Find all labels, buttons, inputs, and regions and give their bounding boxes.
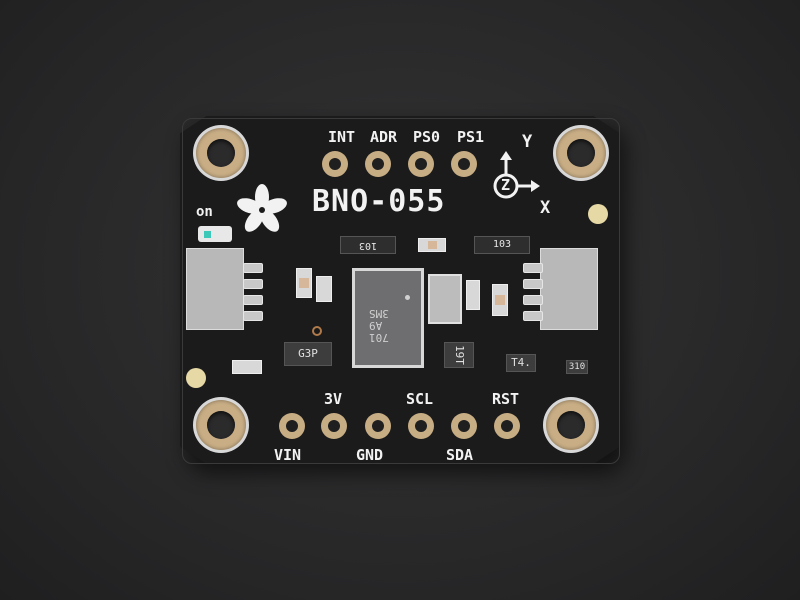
connector-pin bbox=[523, 263, 543, 273]
chip-marking-line: 701 bbox=[369, 331, 389, 344]
regulator-marking: G3P bbox=[298, 347, 318, 360]
board-title: BNO-055 bbox=[312, 184, 446, 219]
pin-label-vin: VIN bbox=[274, 446, 302, 464]
mounting-hole-bottom-left bbox=[196, 400, 246, 450]
chip-marking: 701 A9 3MS bbox=[369, 307, 411, 344]
pin-label-scl: SCL bbox=[406, 390, 434, 408]
pin-label-gnd: GND bbox=[356, 446, 384, 464]
pin-label-3v: 3V bbox=[324, 390, 343, 408]
capacitor-top-center bbox=[418, 238, 446, 252]
resistor-network-right: 103 bbox=[474, 236, 530, 254]
resistor-right bbox=[492, 284, 508, 316]
pin-adr bbox=[365, 151, 391, 177]
bno055-chip: 701 A9 3MS bbox=[352, 268, 424, 368]
stemma-qt-connector-right bbox=[523, 248, 598, 330]
resistor-right-2 bbox=[466, 280, 480, 310]
standoff-left bbox=[186, 368, 206, 388]
diode-marking: T4. bbox=[511, 356, 531, 369]
pin-label-ps0: PS0 bbox=[413, 128, 441, 146]
pin-label-ps1: PS1 bbox=[457, 128, 485, 146]
connector-pin bbox=[523, 279, 543, 289]
pin-scl bbox=[408, 413, 434, 439]
resistor-small: 310 bbox=[566, 360, 588, 374]
resnet-right-marking: 103 bbox=[492, 239, 512, 250]
pin-label-rst: RST bbox=[492, 390, 520, 408]
pin-rst bbox=[494, 413, 520, 439]
pin-vin bbox=[279, 413, 305, 439]
stemma-qt-connector-left bbox=[186, 248, 263, 330]
pin-sda bbox=[451, 413, 477, 439]
power-led bbox=[198, 226, 232, 242]
axis-label-y: Y bbox=[522, 132, 533, 152]
axis-label-x: X bbox=[540, 198, 551, 218]
capacitor-left bbox=[296, 268, 312, 298]
pin-label-sda: SDA bbox=[446, 446, 474, 464]
pin-ps0 bbox=[408, 151, 434, 177]
standoff-right bbox=[588, 204, 608, 224]
chip-marking-line: 3MS bbox=[369, 307, 389, 320]
connector-pin bbox=[523, 311, 543, 321]
chip-pin1-dot bbox=[405, 295, 410, 300]
copper-via bbox=[312, 326, 322, 336]
pin-label-adr: ADR bbox=[370, 128, 398, 146]
connector-pin bbox=[243, 311, 263, 321]
capacitor-bottom-left bbox=[232, 360, 262, 374]
pin-label-int: INT bbox=[328, 128, 356, 146]
connector-pin bbox=[523, 295, 543, 305]
mounting-hole-top-left bbox=[196, 128, 246, 178]
axis-label-z: Z bbox=[501, 176, 511, 194]
diode: T4. bbox=[506, 354, 536, 372]
connector-pin bbox=[243, 263, 263, 273]
voltage-regulator: G3P bbox=[284, 342, 332, 366]
connector-pin bbox=[243, 279, 263, 289]
resistor-network-left: 103 bbox=[340, 236, 396, 254]
resnet-left-marking: 103 bbox=[358, 240, 378, 251]
mounting-hole-bottom-right bbox=[546, 400, 596, 450]
mosfet-marking: 19T bbox=[453, 345, 466, 365]
pin-3v bbox=[321, 413, 347, 439]
connector-pin bbox=[243, 295, 263, 305]
pin-gnd bbox=[365, 413, 391, 439]
led-label-on: on bbox=[196, 204, 213, 220]
axis-indicator-icon bbox=[493, 151, 540, 199]
led-lens bbox=[204, 231, 211, 238]
pin-int bbox=[322, 151, 348, 177]
adafruit-flower-logo-icon bbox=[237, 184, 287, 232]
resistor-marking: 310 bbox=[568, 362, 586, 372]
level-shifter-mosfet: 19T bbox=[444, 342, 474, 368]
crystal-oscillator bbox=[428, 274, 462, 324]
pin-ps1 bbox=[451, 151, 477, 177]
mounting-hole-top-right bbox=[556, 128, 606, 178]
chip-marking-line: A9 bbox=[369, 319, 383, 332]
capacitor-left-2 bbox=[316, 276, 332, 302]
